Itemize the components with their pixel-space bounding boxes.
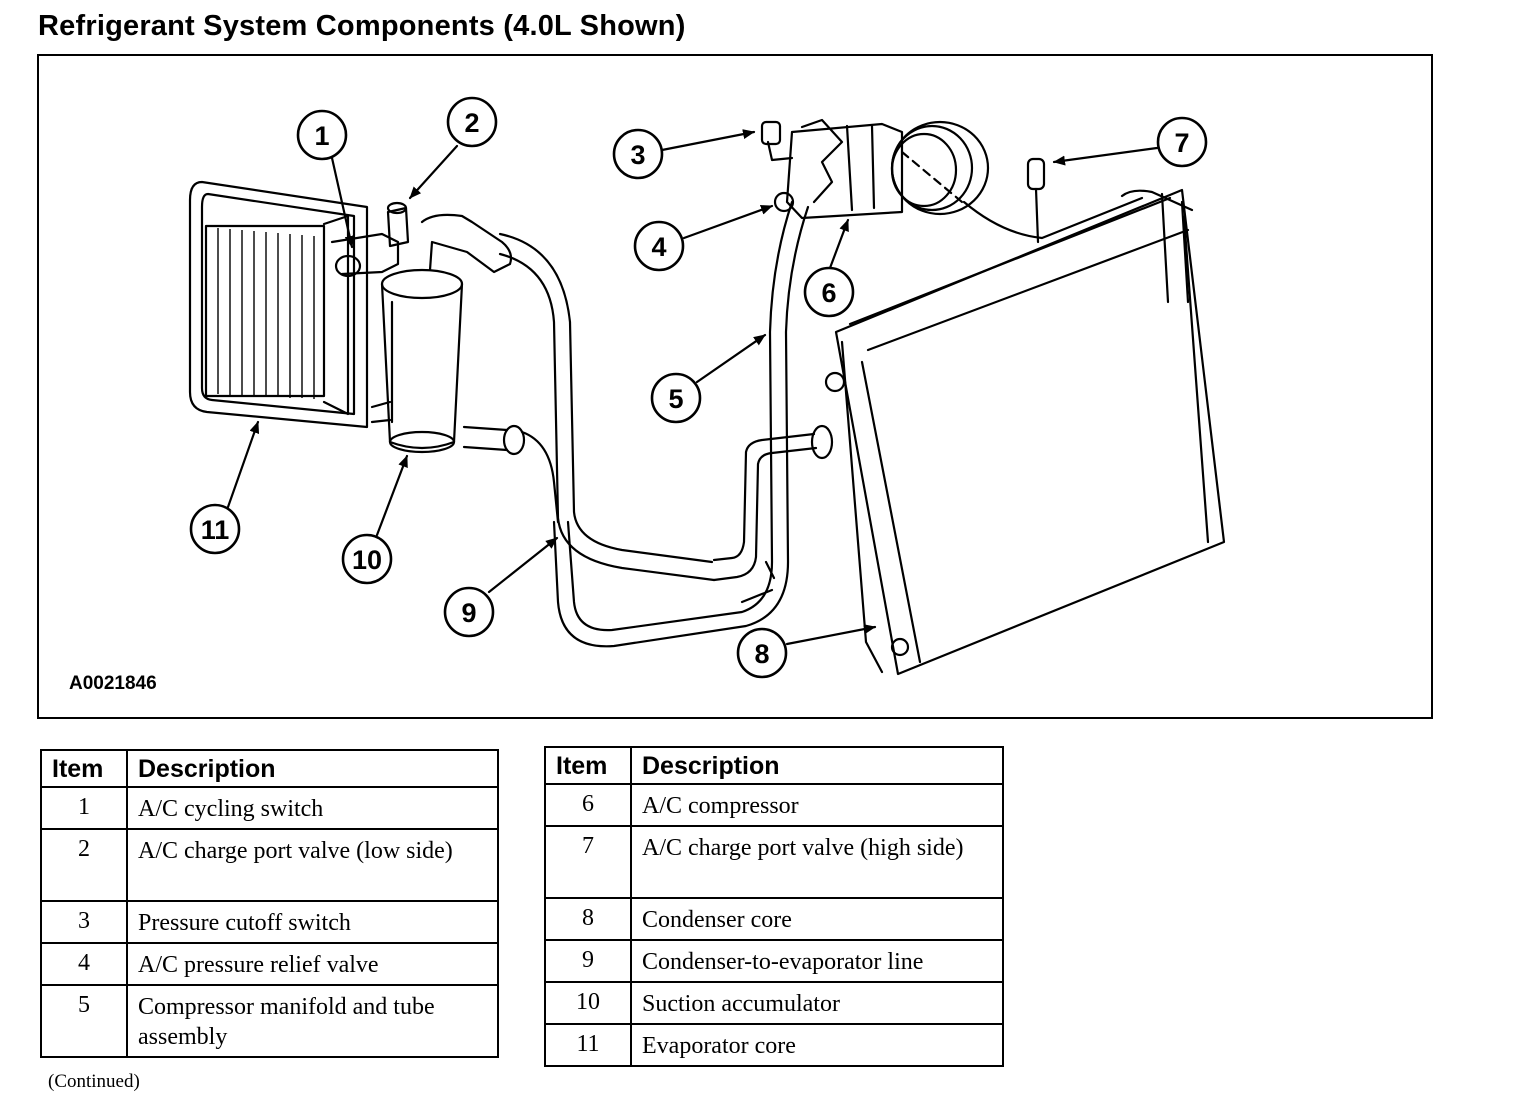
item-description: Suction accumulator [630, 981, 1004, 1025]
item-description: A/C compressor [630, 783, 1004, 827]
item-description: Condenser core [630, 897, 1004, 941]
item-description: A/C charge port valve (low side) [126, 828, 499, 902]
table-header-row: Item Description [544, 746, 1004, 785]
callout-9: 9 [443, 586, 495, 638]
svg-text:2: 2 [464, 108, 479, 138]
item-number: 10 [544, 981, 632, 1025]
table-row: 1 A/C cycling switch [40, 786, 499, 830]
header-item: Item [544, 746, 632, 785]
table-row: 3 Pressure cutoff switch [40, 900, 499, 944]
refrigerant-lines-drawing [498, 200, 834, 648]
item-description: A/C cycling switch [126, 786, 499, 830]
callout-5: 5 [650, 372, 702, 424]
callout-6: 6 [803, 266, 855, 318]
callout-7: 7 [1156, 116, 1208, 168]
table-row: 11 Evaporator core [544, 1023, 1004, 1067]
legend-table-right: Item Description 6 A/C compressor 7 A/C … [544, 746, 1004, 1067]
svg-text:10: 10 [352, 545, 382, 575]
svg-text:8: 8 [754, 639, 769, 669]
item-description: Evaporator core [630, 1023, 1004, 1067]
svg-text:9: 9 [461, 598, 476, 628]
item-number: 4 [40, 942, 128, 986]
evaporator-core-drawing [188, 180, 369, 429]
suction-accumulator-drawing [330, 201, 526, 456]
table-row: 6 A/C compressor [544, 783, 1004, 827]
callout-1: 1 [296, 109, 348, 161]
table-row: 5 Compressor manifold and tube assembly [40, 984, 499, 1058]
item-number: 7 [544, 825, 632, 899]
callout-11: 11 [189, 503, 241, 555]
header-item: Item [40, 749, 128, 788]
table-row: 8 Condenser core [544, 897, 1004, 941]
table-header-row: Item Description [40, 749, 499, 788]
item-number: 2 [40, 828, 128, 902]
item-number: 11 [544, 1023, 632, 1067]
page-title: Refrigerant System Components (4.0L Show… [38, 10, 686, 42]
item-number: 6 [544, 783, 632, 827]
item-number: 1 [40, 786, 128, 830]
item-description: Pressure cutoff switch [126, 900, 499, 944]
item-description: Compressor manifold and tube assembly [126, 984, 499, 1058]
svg-text:11: 11 [201, 515, 230, 545]
callout-10: 10 [341, 533, 393, 585]
item-description: Condenser-to-evaporator line [630, 939, 1004, 983]
table-row: 7 A/C charge port valve (high side) [544, 825, 1004, 899]
figure-id: A0021846 [69, 673, 157, 694]
svg-text:6: 6 [821, 278, 836, 308]
callout-8: 8 [736, 627, 788, 679]
continued-note: (Continued) [48, 1071, 140, 1092]
item-number: 8 [544, 897, 632, 941]
table-row: 10 Suction accumulator [544, 981, 1004, 1025]
item-number: 5 [40, 984, 128, 1058]
callout-2: 2 [446, 96, 498, 148]
svg-text:3: 3 [630, 140, 645, 170]
leader-arrows [226, 129, 1159, 646]
refrigerant-system-illustration: 1 2 3 4 5 6 7 8 9 10 11 [188, 96, 1226, 679]
compressor-drawing [760, 118, 1144, 240]
header-description: Description [126, 749, 499, 788]
svg-text:5: 5 [668, 384, 683, 414]
callout-4: 4 [633, 220, 685, 272]
legend-table-left: Item Description 1 A/C cycling switch 2 … [40, 749, 499, 1058]
table-row: 2 A/C charge port valve (low side) [40, 828, 499, 902]
header-description: Description [630, 746, 1004, 785]
item-number: 3 [40, 900, 128, 944]
item-number: 9 [544, 939, 632, 983]
high-side-charge-port-drawing [1026, 157, 1046, 244]
table-row: 4 A/C pressure relief valve [40, 942, 499, 986]
diagram-frame: 1 2 3 4 5 6 7 8 9 10 11 A0021846 [37, 54, 1433, 719]
item-description: A/C pressure relief valve [126, 942, 499, 986]
callout-3: 3 [612, 128, 664, 180]
svg-text:7: 7 [1174, 128, 1189, 158]
item-description: A/C charge port valve (high side) [630, 825, 1004, 899]
svg-text:1: 1 [314, 121, 329, 151]
svg-text:4: 4 [651, 232, 666, 262]
condenser-core-drawing [824, 188, 1226, 676]
table-row: 9 Condenser-to-evaporator line [544, 939, 1004, 983]
